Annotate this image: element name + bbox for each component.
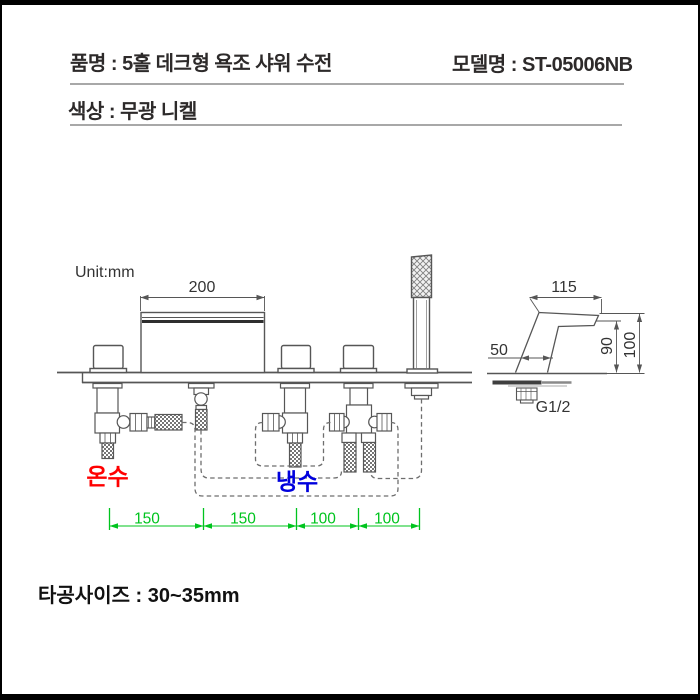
- deck-plate: [57, 371, 472, 384]
- side-view: [487, 294, 645, 404]
- frame-right-bar: [698, 0, 700, 700]
- frame-bottom-bar: [0, 694, 700, 700]
- waterfall-spout: [140, 311, 266, 374]
- model-number-label: 모델명 : ST-05006NB: [452, 54, 633, 76]
- product-name-label: 품명 : 5홀 데크형 욕조 샤워 수전: [70, 53, 332, 75]
- spacing-100a-label: 100: [310, 511, 336, 528]
- hose-cold-to-diverter: [254, 421, 331, 467]
- header-divider-2: [70, 124, 622, 126]
- header-divider-1: [70, 83, 624, 85]
- front-view: [57, 254, 472, 530]
- dimension-90: [596, 320, 621, 373]
- unit-note: Unit:mm: [75, 264, 135, 281]
- hose-spout: [200, 430, 343, 479]
- cold-water-label: 냉수: [276, 469, 318, 495]
- spacing-150a-label: 150: [134, 511, 160, 528]
- shower-seat: [404, 382, 439, 400]
- dim-50-label: 50: [490, 342, 508, 359]
- color-label: 색상 : 무광 니켈: [68, 101, 197, 123]
- diverter-handle: [339, 344, 378, 374]
- diverter-body: [328, 382, 393, 473]
- hand-shower: [406, 254, 439, 374]
- cold-handle: [277, 344, 315, 374]
- hot-water-label: 온수: [86, 464, 128, 490]
- thread-size-label: G1/2: [536, 399, 571, 416]
- threaded-base: [492, 380, 572, 404]
- hole-spacing-dimensions: [108, 508, 421, 530]
- dimension-115: [529, 294, 602, 313]
- hose-shower: [369, 399, 423, 480]
- dim-115-label: 115: [551, 279, 577, 296]
- frame-left-bar: [0, 0, 2, 700]
- side-spout-outline: [514, 311, 600, 373]
- hole-size-label: 타공사이즈 : 30~35mm: [38, 585, 240, 607]
- spacing-150b-label: 150: [230, 511, 256, 528]
- spacing-100b-label: 100: [374, 511, 400, 528]
- dimension-200: [140, 294, 265, 311]
- dimension-100: [599, 313, 645, 374]
- dim-200-label: 200: [189, 279, 216, 296]
- dim-100-label: 100: [622, 332, 639, 359]
- flex-hose-routing: [182, 399, 423, 497]
- hot-handle: [89, 344, 128, 374]
- dim-90-label: 90: [599, 337, 616, 355]
- hot-valve-body: [92, 382, 183, 460]
- frame-top-bar: [0, 0, 700, 5]
- cold-valve-body: [261, 382, 311, 468]
- hose-hot-to-diverter: [182, 421, 399, 497]
- spout-tail: [187, 382, 215, 431]
- dimension-50: [488, 355, 553, 361]
